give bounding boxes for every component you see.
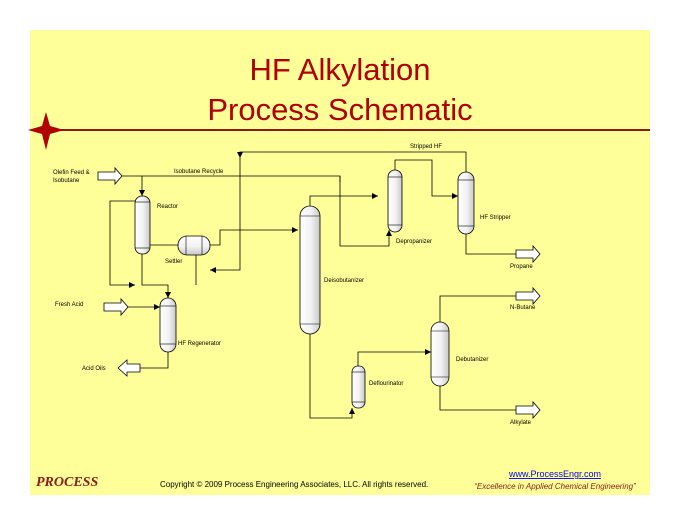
alkylate-connector (515, 400, 541, 420)
label-reactor: Reactor (157, 204, 178, 210)
stream-connectors (97, 166, 541, 420)
reactor-vessel (134, 195, 151, 255)
label-n-butane: N-Butane (510, 305, 536, 311)
arrow-icon (452, 193, 458, 199)
arrow-icon (386, 230, 392, 236)
flow-arrows (129, 152, 458, 414)
arrow-icon (425, 349, 431, 355)
footer-brand: PROCESS (36, 475, 98, 490)
pipe-recycle-downleg (339, 176, 390, 247)
label-fresh-acid: Fresh Acid (55, 302, 83, 308)
deflourinator-vessel (351, 365, 366, 409)
label-deisobutanizer: Deisobutanizer (324, 278, 364, 284)
pipe-reactor-bottom (141, 250, 169, 298)
n-butane-connector (515, 286, 541, 306)
vessel-seams (135, 176, 474, 403)
piping (109, 151, 516, 419)
fresh-acid-connector (103, 297, 129, 317)
label-hf-stripper: HF Stripper (480, 215, 511, 221)
arrow-icon (237, 152, 243, 158)
depropanizer-column (387, 169, 403, 233)
label-olefin-feed-line2: Isobutane (53, 178, 80, 184)
hf-regenerator-vessel (159, 297, 177, 353)
label-propane: Propane (510, 264, 533, 270)
olefin-feed-connector (97, 166, 123, 186)
pipe-hf-stripper-bottoms (465, 234, 516, 255)
label-acid-oils: Acid Oils (82, 366, 106, 372)
footer-website-link[interactable]: www.ProcessEngr.com (508, 469, 601, 479)
label-debutanizer: Debutanizer (456, 357, 488, 363)
deisobutanizer-column (299, 205, 321, 335)
slide-title-line1: HF Alkylation (250, 52, 431, 87)
label-alkylate: Alkylate (510, 420, 532, 426)
label-settler: Settler (165, 259, 182, 265)
arrow-icon (129, 282, 135, 288)
arrow-icon (165, 292, 171, 298)
settler-vessel (177, 235, 211, 256)
pipe-to-debutanizer (357, 351, 431, 370)
label-stripped-hf: Stripped HF (410, 144, 442, 150)
arrow-icon (139, 190, 145, 196)
label-olefin-feed-line1: Olefin Feed & (53, 170, 90, 176)
label-depropanizer: Depropanizer (396, 239, 432, 245)
hf-stripper-column (457, 171, 475, 235)
pipe-settler-deisobutanizer (210, 229, 298, 246)
arrow-icon (154, 304, 160, 310)
diagram-labels: Olefin Feed & Isobutane Isobutane Recycl… (53, 144, 536, 426)
label-deflourinator: Deflourinator (369, 381, 403, 387)
arrow-icon (349, 408, 355, 414)
pipe-depropanizer-overhead (394, 159, 458, 197)
vessels (134, 169, 475, 409)
debutanizer-column (430, 321, 450, 387)
pipe-reactor-loop (109, 200, 135, 286)
arrow-icon (210, 267, 216, 273)
label-isobutane-recycle: Isobutane Recycle (174, 169, 224, 175)
footer-tagline: “Excellence in Applied Chemical Engineer… (474, 482, 636, 491)
slide-title-line2: Process Schematic (207, 92, 472, 127)
pipe-debutanizer-bottoms (439, 386, 516, 411)
star-ornament-icon (28, 112, 64, 150)
footer-copyright: Copyright © 2009 Process Engineering Ass… (160, 480, 428, 489)
pipe-deisobutanizer-depropanizer (309, 195, 378, 206)
acid-oils-connector (117, 359, 141, 377)
propane-connector (515, 244, 541, 264)
slide-background (30, 30, 650, 495)
label-hf-regenerator: HF Regenerator (178, 341, 221, 347)
arrow-icon (372, 193, 378, 199)
arrow-icon (292, 227, 298, 233)
pipe-acid-oils (140, 352, 169, 369)
pipe-debutanizer-overhead (439, 295, 516, 322)
